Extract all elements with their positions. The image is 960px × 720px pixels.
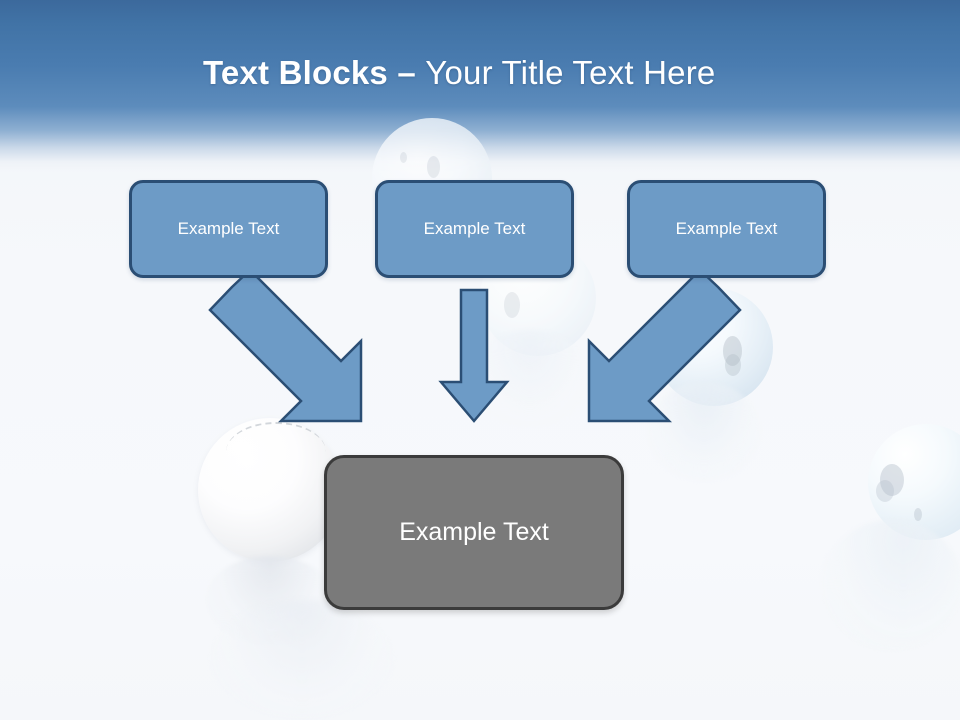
text-block-2[interactable]: Example Text	[375, 180, 574, 278]
text-block-result-label: Example Text	[399, 518, 549, 546]
text-block-1-label: Example Text	[177, 219, 280, 238]
slide-title: Text Blocks – Your Title Text Here	[203, 50, 863, 96]
text-block-1[interactable]: Example Text	[129, 180, 328, 278]
text-block-result[interactable]: Example Text	[324, 455, 624, 610]
text-block-3-label: Example Text	[675, 219, 778, 238]
slide-title-bold: Text Blocks –	[203, 54, 426, 91]
slide-title-light: Your Title Text Here	[425, 54, 716, 91]
text-block-2-label: Example Text	[423, 219, 526, 238]
text-block-3[interactable]: Example Text	[627, 180, 826, 278]
